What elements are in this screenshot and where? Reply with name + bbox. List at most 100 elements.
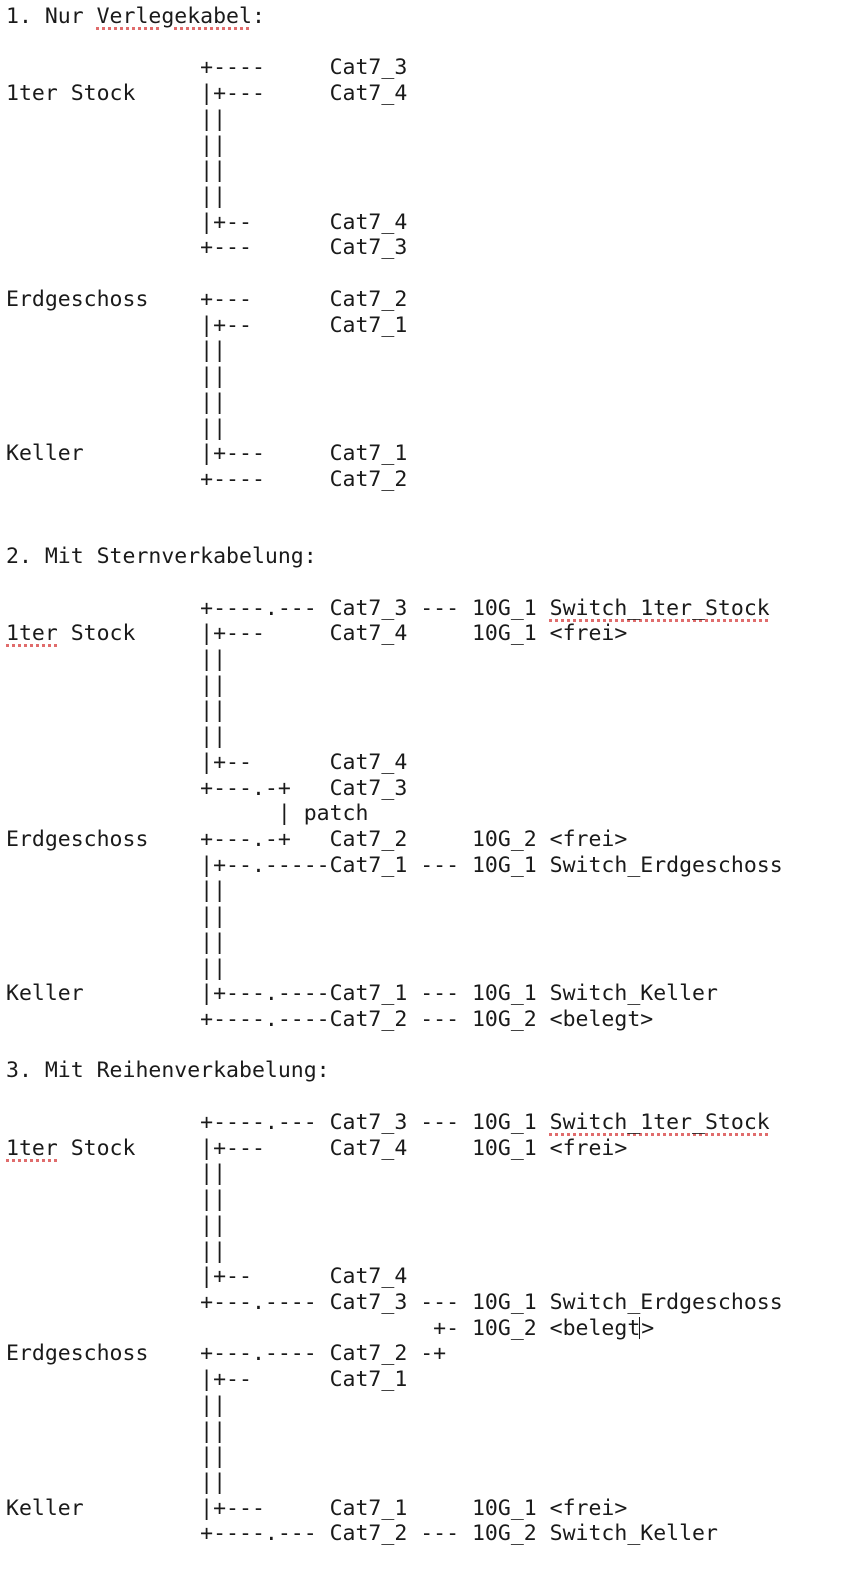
text-line: Erdgeschoss +---.-+ Cat7_2 10G_2 <frei> xyxy=(6,827,864,853)
text-line: Keller |+---.----Cat7_1 --- 10G_1 Switch… xyxy=(6,981,864,1007)
text-segment: +---.-+ Cat7_3 xyxy=(6,775,408,801)
text-segment: |+-- Cat7_1 xyxy=(6,312,408,338)
text-segment: || xyxy=(6,1187,227,1213)
text-line: |+-- Cat7_1 xyxy=(6,1367,864,1393)
text-line: +- 10G_2 <belegt> xyxy=(6,1316,864,1342)
text-line: 1ter Stock |+--- Cat7_4 10G_1 <frei> xyxy=(6,621,864,647)
misspelled-word: Verlegekabel xyxy=(96,4,252,29)
text-segment: +----.--- Cat7_3 --- 10G_1 xyxy=(6,1109,550,1135)
text-line: || xyxy=(6,1444,864,1470)
text-line: || xyxy=(6,1239,864,1265)
text-line: || xyxy=(6,184,864,210)
text-line: || xyxy=(6,904,864,930)
text-segment: || xyxy=(6,184,227,210)
misspelled-word: Switch_1ter_Stock xyxy=(549,595,770,621)
text-segment: 3. Mit Reihenverkabelung: xyxy=(6,1058,330,1084)
text-line: || xyxy=(6,1187,864,1213)
text-line: || xyxy=(6,673,864,699)
text-segment: || xyxy=(6,1392,227,1418)
text-segment: Erdgeschoss +---.-+ Cat7_2 10G_2 <frei> xyxy=(6,827,628,852)
text-line: || xyxy=(6,698,864,724)
text-line: || xyxy=(6,1393,864,1419)
text-segment: || xyxy=(6,389,227,415)
text-segment: || xyxy=(6,878,227,904)
text-line: Erdgeschoss +--- Cat7_2 xyxy=(6,287,864,313)
text-segment: || xyxy=(6,1469,227,1495)
text-segment: Keller |+--- Cat7_1 10G_1 <frei> xyxy=(6,1495,628,1521)
text-line: +--- Cat7_3 xyxy=(6,235,864,261)
text-segment: Stock |+--- Cat7_4 10G_1 <frei> xyxy=(57,621,628,647)
text-segment: > xyxy=(641,1315,655,1341)
text-segment: || xyxy=(6,955,227,981)
text-segment: || xyxy=(6,1161,227,1187)
text-line: || xyxy=(6,107,864,133)
text-segment: || xyxy=(6,1212,227,1238)
text-segment: || xyxy=(6,672,227,698)
text-line: |+-- Cat7_4 xyxy=(6,210,864,236)
text-line: 2. Mit Sternverkabelung: xyxy=(6,544,864,570)
text-segment: Erdgeschoss +--- Cat7_2 xyxy=(6,286,408,312)
text-line: || xyxy=(6,133,864,159)
text-line: Erdgeschoss +---.---- Cat7_2 -+ xyxy=(6,1341,864,1367)
text-segment: |+-- Cat7_4 xyxy=(6,209,408,235)
text-segment: |+--.-----Cat7_1 --- 10G_1 Switch_Erdges… xyxy=(6,852,783,878)
text-segment: +---- Cat7_2 xyxy=(6,466,408,492)
text-line: 1ter Stock |+--- Cat7_4 10G_1 <frei> xyxy=(6,1136,864,1162)
text-segment: || xyxy=(6,158,227,184)
text-line xyxy=(6,518,864,544)
text-line: || xyxy=(6,956,864,982)
text-segment: |+-- Cat7_4 xyxy=(6,1264,408,1290)
text-line: +----.--- Cat7_3 --- 10G_1 Switch_1ter_S… xyxy=(6,596,864,622)
text-line: || xyxy=(6,158,864,184)
text-segment: +- 10G_2 <belegt xyxy=(6,1315,641,1341)
text-line: 1. Nur Verlegekabel: xyxy=(6,4,864,30)
text-line: |+-- Cat7_4 xyxy=(6,1264,864,1290)
text-segment: Stock |+--- Cat7_4 10G_1 <frei> xyxy=(57,1135,628,1161)
text-segment: +----.----Cat7_2 --- 10G_2 <belegt> xyxy=(6,1007,654,1033)
text-segment: 1ter Stock |+--- Cat7_4 xyxy=(6,81,408,107)
text-line: || xyxy=(6,930,864,956)
text-line: Keller |+--- Cat7_1 10G_1 <frei> xyxy=(6,1496,864,1522)
text-segment: +--- Cat7_3 xyxy=(6,235,408,261)
text-segment: || xyxy=(6,415,227,441)
text-line xyxy=(6,570,864,596)
text-segment: || xyxy=(6,904,227,930)
text-line xyxy=(6,493,864,519)
text-line: |+-- Cat7_1 xyxy=(6,313,864,339)
text-segment: Erdgeschoss +---.---- Cat7_2 -+ xyxy=(6,1341,447,1367)
text-segment: +---- Cat7_3 xyxy=(6,55,408,81)
text-segment: || xyxy=(6,1238,227,1264)
text-segment: || xyxy=(6,1418,227,1444)
misspelled-word: 1ter xyxy=(6,621,58,647)
text-segment: || xyxy=(6,1444,227,1470)
text-line: Keller |+--- Cat7_1 xyxy=(6,441,864,467)
text-line: || xyxy=(6,1419,864,1445)
text-line: |+-- Cat7_4 xyxy=(6,750,864,776)
text-segment: || xyxy=(6,724,227,750)
text-segment: || xyxy=(6,338,227,364)
text-line: || xyxy=(6,1470,864,1496)
text-segment: Keller |+--- Cat7_1 xyxy=(6,441,408,467)
text-line: +---.-+ Cat7_3 xyxy=(6,776,864,802)
text-segment: || xyxy=(6,106,227,132)
text-segment: || xyxy=(6,364,227,390)
text-line: 3. Mit Reihenverkabelung: xyxy=(6,1058,864,1084)
text-line: | patch xyxy=(6,801,864,827)
misspelled-word: Switch_1ter_Stock xyxy=(549,1109,770,1135)
text-line xyxy=(6,1033,864,1059)
text-segment: +----.--- Cat7_2 --- 10G_2 Switch_Keller xyxy=(6,1521,718,1547)
text-line: || xyxy=(6,416,864,442)
text-line xyxy=(6,261,864,287)
text-segment: +----.--- Cat7_3 --- 10G_1 xyxy=(6,595,550,621)
text-line xyxy=(6,1084,864,1110)
text-line: || xyxy=(6,724,864,750)
text-line: || xyxy=(6,1213,864,1239)
text-line: |+--.-----Cat7_1 --- 10G_1 Switch_Erdges… xyxy=(6,853,864,879)
text-line: || xyxy=(6,364,864,390)
text-segment: | patch xyxy=(6,801,369,827)
text-line: +---- Cat7_3 xyxy=(6,55,864,81)
text-line: 1ter Stock |+--- Cat7_4 xyxy=(6,81,864,107)
text-segment: : xyxy=(251,4,265,29)
text-line: +----.----Cat7_2 --- 10G_2 <belegt> xyxy=(6,1007,864,1033)
